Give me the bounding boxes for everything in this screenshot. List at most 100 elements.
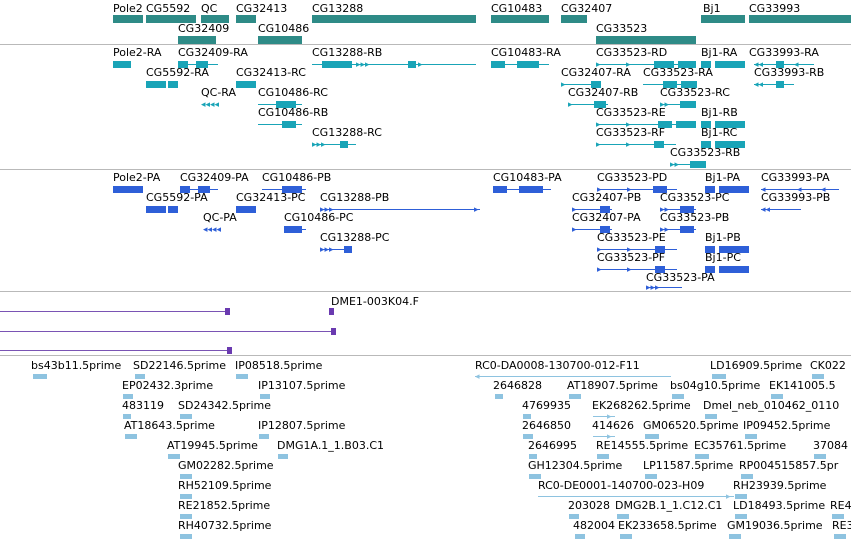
est-label[interactable]: 482004 — [573, 519, 615, 532]
est-label[interactable]: EK141005.5 — [769, 379, 836, 392]
transcript-label[interactable]: Bj1-RC — [701, 126, 738, 139]
est-label[interactable]: EK268262.5prime — [592, 399, 691, 412]
est-glyph[interactable] — [569, 511, 579, 523]
est-glyph[interactable] — [832, 511, 844, 523]
peptide-glyph[interactable] — [705, 244, 749, 256]
peptide-label[interactable]: Pole2-PA — [113, 171, 161, 184]
peptide-glyph[interactable]: ◂◂ — [761, 204, 801, 216]
transcript-label[interactable]: Pole2-RA — [113, 46, 162, 59]
est-glyph[interactable] — [529, 471, 541, 483]
transcript-label[interactable]: CG33523-RC — [660, 86, 730, 99]
est-label[interactable]: 4769935 — [522, 399, 571, 412]
transcript-glyph[interactable]: ◂◂ — [754, 79, 794, 91]
est-label[interactable]: IP08518.5prime — [235, 359, 323, 372]
gene-label[interactable]: CG13288 — [312, 2, 364, 15]
est-label[interactable]: RC0-DE0001-140700-023-H09 — [538, 479, 705, 492]
est-glyph[interactable] — [812, 371, 824, 383]
clone-line[interactable] — [0, 347, 232, 354]
peptide-label[interactable]: CG32413-PC — [236, 191, 306, 204]
transcript-glyph[interactable] — [178, 59, 218, 71]
transcript-glyph[interactable] — [491, 59, 549, 71]
peptide-glyph[interactable]: ◂◂◂◂ — [203, 225, 222, 235]
transcript-glyph[interactable] — [701, 139, 745, 151]
transcript-label[interactable]: CG33523-RD — [596, 46, 668, 59]
peptide-label[interactable]: CG33523-PF — [597, 251, 666, 264]
peptide-label[interactable]: CG33523-PD — [597, 171, 668, 184]
transcript-glyph[interactable] — [113, 59, 131, 71]
gene-glyph-cg10483[interactable] — [491, 15, 549, 27]
est-label[interactable]: GM02282.5prime — [178, 459, 274, 472]
est-glyph[interactable] — [523, 431, 533, 443]
est-label[interactable]: EK233658.5prime — [618, 519, 717, 532]
clone-line[interactable] — [0, 308, 230, 315]
gene-glyph-qc[interactable] — [201, 15, 229, 27]
est-label[interactable]: RP004515857.5pr — [739, 459, 839, 472]
peptide-label[interactable]: CG10483-PA — [493, 171, 562, 184]
peptide-glyph[interactable]: ▸▸▸ — [320, 244, 352, 256]
peptide-label[interactable]: Bj1-PA — [705, 171, 741, 184]
gene-glyph-cg13288[interactable] — [312, 15, 476, 27]
est-label[interactable]: 2646850 — [522, 419, 571, 432]
est-glyph[interactable] — [180, 511, 192, 523]
gene-label[interactable]: CG32413 — [236, 2, 288, 15]
peptide-label[interactable]: CG32407-PA — [572, 211, 641, 224]
peptide-glyph[interactable] — [284, 224, 306, 236]
transcript-glyph[interactable]: ◂◂◂ — [754, 59, 814, 71]
transcript-label[interactable]: CG10486-RC — [258, 86, 328, 99]
peptide-label[interactable]: CG33523-PE — [597, 231, 666, 244]
gene-label[interactable]: QC — [201, 2, 218, 15]
est-label[interactable]: 2646828 — [493, 379, 542, 392]
transcript-label[interactable]: CG32407-RA — [561, 66, 631, 79]
est-label[interactable]: RE14555.5prime — [596, 439, 689, 452]
transcript-label[interactable]: CG5592-RA — [146, 66, 209, 79]
peptide-glyph[interactable]: ▸▸ — [597, 244, 677, 256]
transcript-glyph[interactable]: ▸ — [568, 99, 608, 111]
est-glyph[interactable] — [617, 511, 629, 523]
est-label[interactable]: 483119 — [122, 399, 164, 412]
est-glyph[interactable] — [180, 531, 192, 543]
est-glyph[interactable] — [705, 411, 717, 423]
est-glyph[interactable] — [259, 431, 269, 443]
peptide-glyph[interactable]: ◂◂◂ — [761, 184, 839, 196]
est-label[interactable]: 414626 — [592, 419, 634, 432]
peptide-glyph[interactable]: ▸▸ — [660, 224, 696, 236]
est-label[interactable]: EP02432.3prime — [122, 379, 214, 392]
est-glyph[interactable] — [672, 391, 684, 403]
gene-glyph-cg32413[interactable] — [236, 15, 256, 27]
gene-label[interactable]: CG32409 — [178, 22, 230, 35]
est-label[interactable]: DMG2B.1_1.C12.C1 — [615, 499, 723, 512]
est-label[interactable]: GM19036.5prime — [727, 519, 823, 532]
est-glyph[interactable] — [260, 391, 270, 403]
gene-glyph-cg32407[interactable] — [561, 15, 587, 27]
est-label[interactable]: 2646995 — [528, 439, 577, 452]
transcript-label[interactable]: CG33993-RA — [749, 46, 819, 59]
gene-glyph-bj1[interactable] — [701, 15, 745, 27]
est-glyph[interactable]: ▸ — [538, 491, 734, 503]
est-glyph[interactable] — [745, 431, 757, 443]
gene-glyph-cg5592[interactable] — [146, 15, 196, 27]
est-glyph[interactable] — [523, 411, 531, 423]
transcript-glyph[interactable] — [643, 79, 697, 91]
transcript-glyph[interactable]: ◂◂◂◂ — [201, 100, 220, 110]
gene-label[interactable]: CG33523 — [596, 22, 648, 35]
peptide-label[interactable]: CG5592-PA — [146, 191, 208, 204]
est-glyph[interactable]: ▸ — [593, 431, 615, 443]
peptide-label[interactable]: CG33523-PB — [660, 211, 730, 224]
est-label[interactable]: IP13107.5prime — [258, 379, 346, 392]
transcript-label[interactable]: CG33523-RE — [596, 106, 666, 119]
peptide-label[interactable]: QC-PA — [203, 211, 237, 224]
est-label[interactable]: bs43b11.5prime — [31, 359, 122, 372]
est-glyph[interactable] — [735, 491, 747, 503]
est-label[interactable]: 37084 — [813, 439, 848, 452]
transcript-label[interactable]: CG32407-RB — [568, 86, 639, 99]
transcript-label[interactable]: Bj1-RB — [701, 106, 738, 119]
est-label[interactable]: RE21852.5prime — [178, 499, 271, 512]
est-glyph[interactable] — [645, 431, 659, 443]
est-label[interactable]: GM06520.5prime — [643, 419, 739, 432]
peptide-glyph[interactable] — [113, 184, 143, 196]
transcript-glyph[interactable] — [236, 79, 256, 91]
est-label[interactable]: GH12304.5prime — [528, 459, 623, 472]
transcript-glyph[interactable] — [258, 99, 302, 111]
transcript-glyph[interactable]: ▸▸ — [596, 119, 696, 131]
est-glyph[interactable] — [575, 531, 585, 543]
